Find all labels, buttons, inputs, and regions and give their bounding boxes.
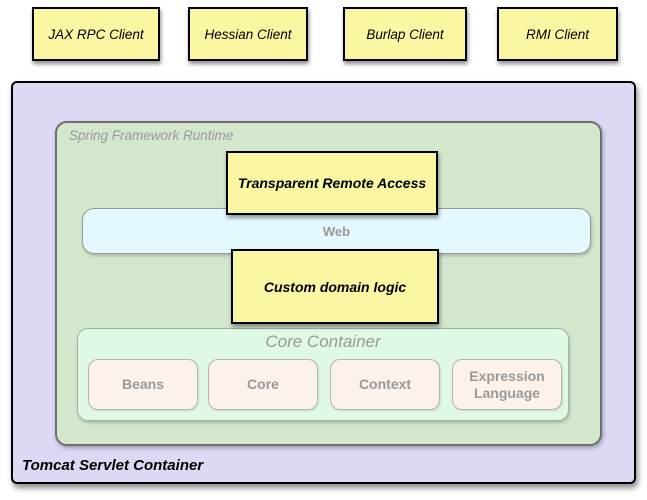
spring-framework-runtime: Spring Framework Runtime Web Core Contai… (55, 121, 602, 446)
tomcat-servlet-container: Spring Framework Runtime Web Core Contai… (11, 81, 636, 484)
module-label: Expression Language (469, 368, 545, 401)
custom-domain-logic-box: Custom domain logic (231, 249, 439, 324)
transparent-remote-access-box: Transparent Remote Access (226, 151, 438, 215)
module-label: Context (358, 376, 412, 393)
module-core: Core (208, 359, 318, 410)
transparent-remote-access-label: Transparent Remote Access (237, 175, 427, 191)
core-container: Core Container Beans Core Context Expres… (77, 328, 569, 421)
module-beans: Beans (88, 359, 198, 410)
client-box-burlap: Burlap Client (343, 7, 467, 61)
client-box-hessian: Hessian Client (188, 7, 308, 61)
client-label: Burlap Client (366, 26, 444, 42)
module-label: Core (247, 376, 279, 393)
tomcat-container-label: Tomcat Servlet Container (22, 457, 204, 474)
spring-runtime-title: Spring Framework Runtime (69, 128, 234, 143)
client-label: RMI Client (525, 26, 589, 42)
custom-domain-logic-label: Custom domain logic (263, 278, 407, 295)
client-label: Hessian Client (204, 26, 292, 42)
client-label: JAX RPC Client (48, 26, 144, 42)
client-box-rmi: RMI Client (497, 7, 618, 61)
core-container-title: Core Container (265, 332, 381, 351)
web-layer-label: Web (322, 223, 351, 239)
module-context: Context (330, 359, 440, 410)
module-label: Beans (121, 376, 165, 393)
client-box-jax-rpc: JAX RPC Client (32, 7, 160, 61)
module-expression-language: Expression Language (452, 359, 562, 410)
